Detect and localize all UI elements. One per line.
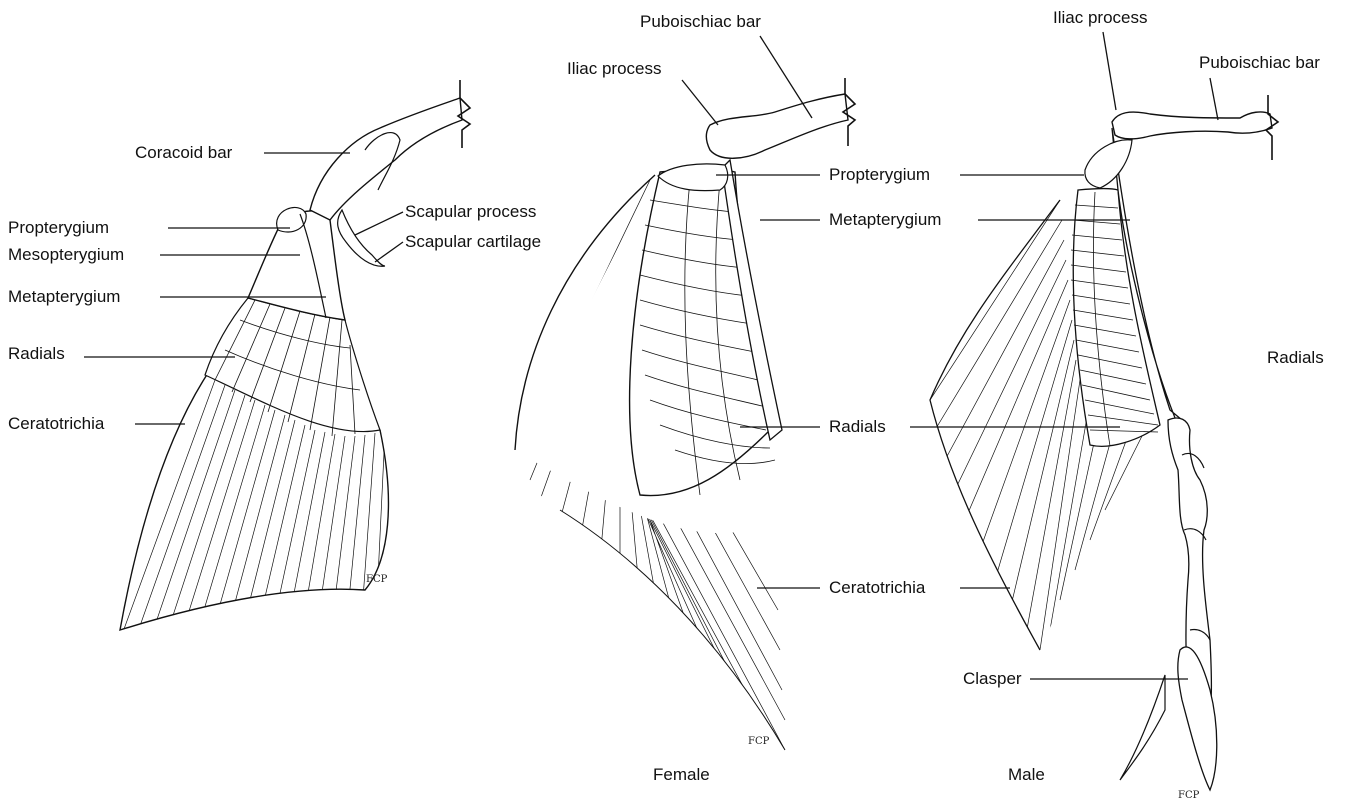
label-mesopterygium: Mesopterygium	[8, 245, 124, 265]
label-metapterygium-female: Metapterygium	[829, 210, 941, 230]
label-radials-female: Radials	[829, 417, 886, 437]
label-propterygium-female: Propterygium	[829, 165, 930, 185]
label-ceratotrichia-left: Ceratotrichia	[8, 414, 104, 434]
label-propterygium-left: Propterygium	[8, 218, 109, 238]
artist-signature-male: FCP	[1178, 790, 1199, 801]
label-metapterygium-left: Metapterygium	[8, 287, 120, 307]
caption-female: Female	[653, 765, 710, 785]
label-radials-left: Radials	[8, 344, 65, 364]
label-radials-male: Radials	[1267, 348, 1324, 368]
label-scapular-process: Scapular process	[405, 202, 536, 222]
label-coracoid-bar: Coracoid bar	[135, 143, 232, 163]
label-scapular-cartilage: Scapular cartilage	[405, 232, 541, 252]
artist-signature-left: FCP	[366, 574, 387, 585]
label-iliac-process-male: Iliac process	[1053, 8, 1147, 28]
label-iliac-process-female: Iliac process	[567, 59, 661, 79]
pectoral-fin-drawing	[120, 80, 470, 640]
caption-male: Male	[1008, 765, 1045, 785]
label-clasper: Clasper	[963, 669, 1022, 689]
label-puboischiac-bar-female: Puboischiac bar	[640, 12, 761, 32]
label-puboischiac-bar-male: Puboischiac bar	[1199, 53, 1320, 73]
artist-signature-female: FCP	[748, 736, 769, 747]
label-ceratotrichia-female: Ceratotrichia	[829, 578, 925, 598]
female-pelvic-fin-drawing	[515, 78, 855, 750]
